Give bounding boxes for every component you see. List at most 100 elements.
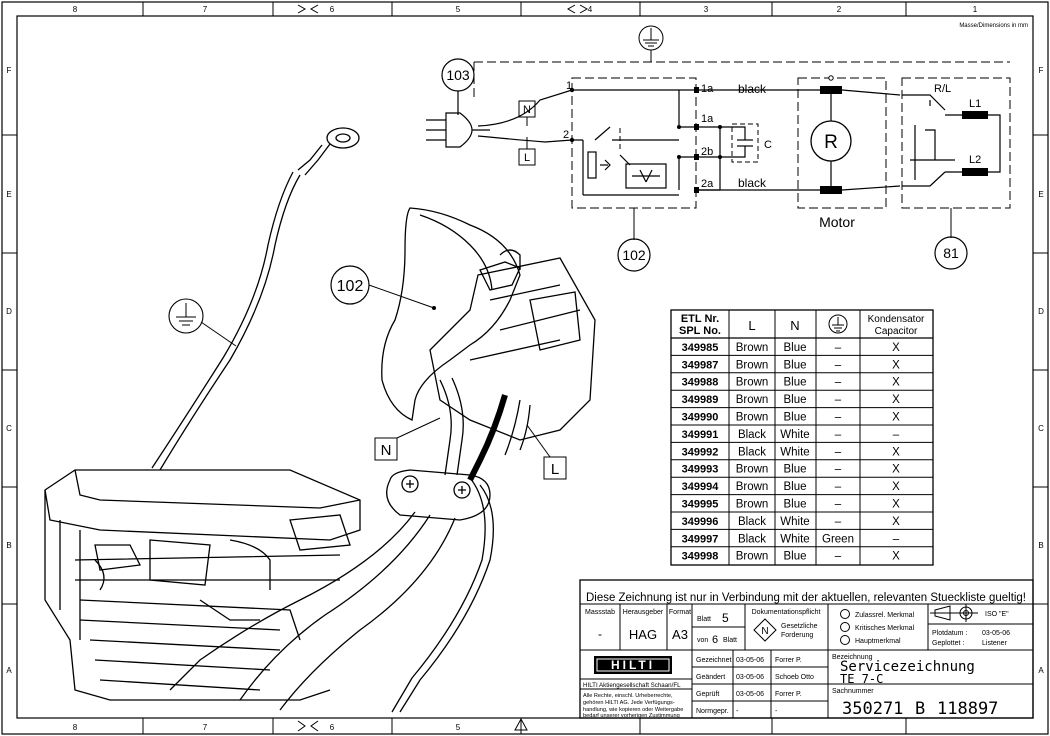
row-label: E [1038, 190, 1043, 199]
table-cell: 349996 [682, 516, 719, 528]
table-cell: – [835, 377, 842, 389]
dok-label: Dokumentationspflicht [752, 609, 821, 616]
table-header-n: N [790, 318, 799, 333]
col-label: 7 [203, 5, 208, 14]
format-value: A3 [672, 627, 688, 642]
hilti-logo-text: HILTI [611, 658, 655, 672]
massstab-label: Massstab [585, 609, 615, 616]
geprueft-date: 03-05-06 [736, 691, 764, 698]
motor-symbol-letter: R [824, 132, 838, 153]
col-label: 7 [203, 723, 208, 732]
table-cell: X [892, 377, 900, 389]
row-label: B [1038, 541, 1043, 550]
table-cell: Black [738, 429, 766, 441]
node-2: 2 [563, 129, 569, 141]
col-label: 3 [704, 5, 709, 14]
row-label: F [7, 66, 12, 75]
normgepr-name: - [775, 708, 778, 715]
title-block: Diese Zeichnung ist nur in Verbindung mi… [579, 579, 1034, 719]
table-cell: X [892, 446, 900, 458]
col-label: 1 [973, 5, 978, 14]
table-cell: Blue [783, 412, 806, 424]
col-label: 4 [588, 5, 593, 14]
table-cell: X [892, 359, 900, 371]
table-cell: Brown [736, 394, 769, 406]
table-cell: – [835, 412, 842, 424]
table-cell: Black [738, 446, 766, 458]
line-label: L [524, 152, 530, 164]
geaendert-label: Geändert [696, 674, 725, 681]
coil-l1-label: L1 [969, 98, 981, 110]
plotdatum-label: Plotdatum : [932, 630, 967, 637]
table-cell: 349990 [682, 412, 719, 424]
table-cell: 349993 [682, 464, 719, 476]
table-cell: 349988 [682, 377, 719, 389]
drawing-model: TE 7-C [840, 672, 883, 686]
terminal-1a: 1a [701, 83, 714, 95]
table-cell: – [835, 359, 842, 371]
table-cell: – [835, 481, 842, 493]
col-label: 2 [837, 5, 842, 14]
table-cell: Brown [736, 359, 769, 371]
table-cell: – [835, 342, 842, 354]
row-label: E [6, 190, 11, 199]
callout-102-switch: 102 [622, 247, 646, 263]
dok-diamond-icon [753, 618, 777, 642]
sachnummer-value: 350271 [842, 699, 903, 719]
plotdatum-value: 03-05-06 [982, 630, 1010, 637]
col-label: 8 [73, 5, 78, 14]
col-label: 5 [456, 5, 461, 14]
coil-l2 [962, 168, 988, 176]
geaendert-date: 03-05-06 [736, 674, 764, 681]
table-cell: 349998 [682, 551, 719, 563]
gesetz-l2: Forderung [781, 632, 813, 639]
table-cell: White [780, 429, 809, 441]
gesetz-l1: Gesetzliche [781, 623, 818, 630]
table-cell: Brown [736, 412, 769, 424]
etl-table: ETL Nr. SPL No. L N Kondensator Capacito… [670, 309, 934, 566]
rights-line: gehören HILTI AG. Jede Verfügungs- [583, 700, 675, 706]
table-cell: Blue [783, 499, 806, 511]
table-cell: White [780, 446, 809, 458]
table-cell: Black [738, 533, 766, 545]
table-cell: – [835, 394, 842, 406]
normgepr-date: - [736, 708, 739, 715]
blatt-value: 5 [722, 611, 729, 625]
table-cell: – [835, 429, 842, 441]
merkmal-circle-icon [840, 609, 850, 619]
von-label: von [697, 637, 708, 644]
bezeichnung-label: Bezeichnung [832, 654, 873, 661]
table-cell: 349991 [682, 429, 719, 441]
row-label: B [6, 541, 11, 550]
merkmal-circle-icon [840, 622, 850, 632]
von-suffix: Blatt [723, 637, 737, 644]
row-label: D [1038, 307, 1044, 316]
table-cell: X [892, 516, 900, 528]
neutral-label: N [523, 104, 531, 116]
row-label: D [6, 307, 12, 316]
illustration-callouts: 102 N L [330, 265, 567, 480]
massstab-value: - [598, 627, 602, 641]
merkmal-3: Hauptmerkmal [855, 638, 901, 645]
geprueft-name: Forrer P. [775, 691, 802, 698]
row-label: A [1038, 666, 1044, 675]
format-label: Format [669, 609, 691, 616]
table-cell: – [835, 446, 842, 458]
tool-illustration [44, 127, 596, 713]
table-cell: X [892, 394, 900, 406]
table-cell: Brown [736, 551, 769, 563]
table-cell: X [892, 412, 900, 424]
drawing-label-l: L [551, 461, 559, 478]
sachnummer-label: Sachnummer [832, 688, 874, 695]
table-header-spl: SPL No. [679, 325, 721, 337]
table-cell: X [892, 481, 900, 493]
mains-plug [426, 58, 490, 148]
von-value: 6 [712, 634, 718, 646]
dok-symbol: N [761, 626, 768, 637]
geprueft-label: Geprüft [696, 691, 719, 698]
table-header-capacitor: Capacitor [875, 326, 918, 337]
col-label: 8 [73, 723, 78, 732]
table-cell: Brown [736, 342, 769, 354]
merkmal-2: Kritisches Merkmal [855, 625, 915, 632]
